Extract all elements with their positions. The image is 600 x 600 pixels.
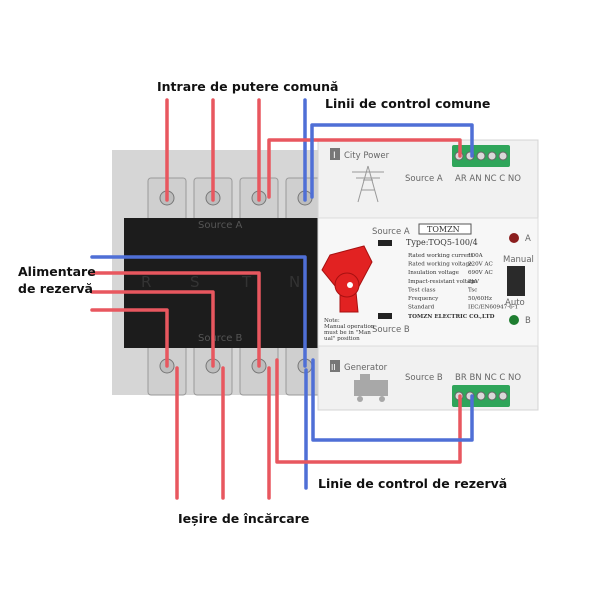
phase-s-label: S [190,273,200,291]
generator-roman: II [331,363,336,372]
label-common-control: Linii de control comune [325,96,490,111]
note-line-2: Manual operation [324,324,375,330]
note-line-3: must be in "Man [324,330,371,336]
phase-n-label: N [289,273,300,291]
spec-label: Rated working current [408,253,474,259]
spec-label: Rated working voltage [408,262,473,268]
spec-value: IEC/EN60947-6-1 [468,305,518,311]
spec-label: Frequency [408,296,439,302]
wire-backup-t [90,271,261,368]
indicator-a-label: A [525,234,531,244]
wire-backup-s [90,290,215,368]
power-tower-icon [352,165,384,203]
note-line-4: ual" position [324,336,360,342]
auto-label: Auto [505,298,525,308]
source-a-window [378,240,392,246]
manual-auto-switch[interactable] [507,266,525,296]
panel-source-a-label: Source A [372,227,410,237]
wire-control-b-red [275,358,462,464]
spec-label: Insulation voltage [408,270,460,276]
label-common-input: Intrare de putere comună [157,79,338,94]
type-label: Type:TOQ5-100/4 [406,238,478,247]
rotary-handle[interactable] [321,245,373,313]
spec-label: Impact-resistant voltage [408,279,478,285]
manual-label: Manual [503,255,534,265]
body-source-b-label: Source B [198,333,243,344]
source-b-window [378,313,392,319]
spec-value: 220V AC [468,262,493,268]
phase-t-label: T [241,273,252,291]
label-backup-supply-2: de rezervă [18,281,93,296]
wire-control-a-blue [310,123,474,199]
generator-roman-box [330,360,340,372]
terminal-b-labels: BR BN NC C NO [455,373,521,383]
wire-backup-r [90,308,169,368]
module-source-b-label: Source B [405,373,443,383]
label-backup-control: Linie de control de rezervă [318,476,507,491]
generator-icon [354,374,388,402]
city-power-roman-box [330,148,340,160]
wire-control-a-red [267,138,462,199]
city-power-roman: I [333,151,336,161]
wire-control-b-blue [311,358,474,442]
wire-backup-n [90,255,307,368]
spec-value: Tsc [468,287,477,293]
spec-value: 50/60Hz [468,296,492,302]
generator-label: Generator [344,363,388,373]
spec-label: Test class [408,287,436,293]
indicator-b-lamp [509,315,519,325]
indicator-b-label: B [525,316,531,326]
company-label: TOMZN ELECTRIC CO.,LTD [408,314,495,320]
city-power-label: City Power [344,151,390,161]
label-load-output: Ieșire de încărcare [178,511,309,526]
spec-value: 8kV [468,279,480,285]
phase-r-label: R [141,273,151,291]
control-terminal-a [452,145,510,167]
spec-value: 100A [468,253,484,259]
switch-body [124,218,332,348]
indicator-a-lamp [509,233,519,243]
label-backup-supply-1: Alimentare [18,264,96,279]
body-source-a-label: Source A [198,220,243,231]
spec-value: 690V AC [468,270,493,276]
module-source-a-label: Source A [405,174,443,184]
spec-label: Standard [408,305,435,311]
note-line-1: Note: [324,318,340,324]
brand-box [418,223,472,235]
panel-source-b-label: Source B [372,325,410,335]
terminal-a-labels: AR AN NC C NO [455,174,521,184]
brand-label: TOMZN [427,225,460,234]
